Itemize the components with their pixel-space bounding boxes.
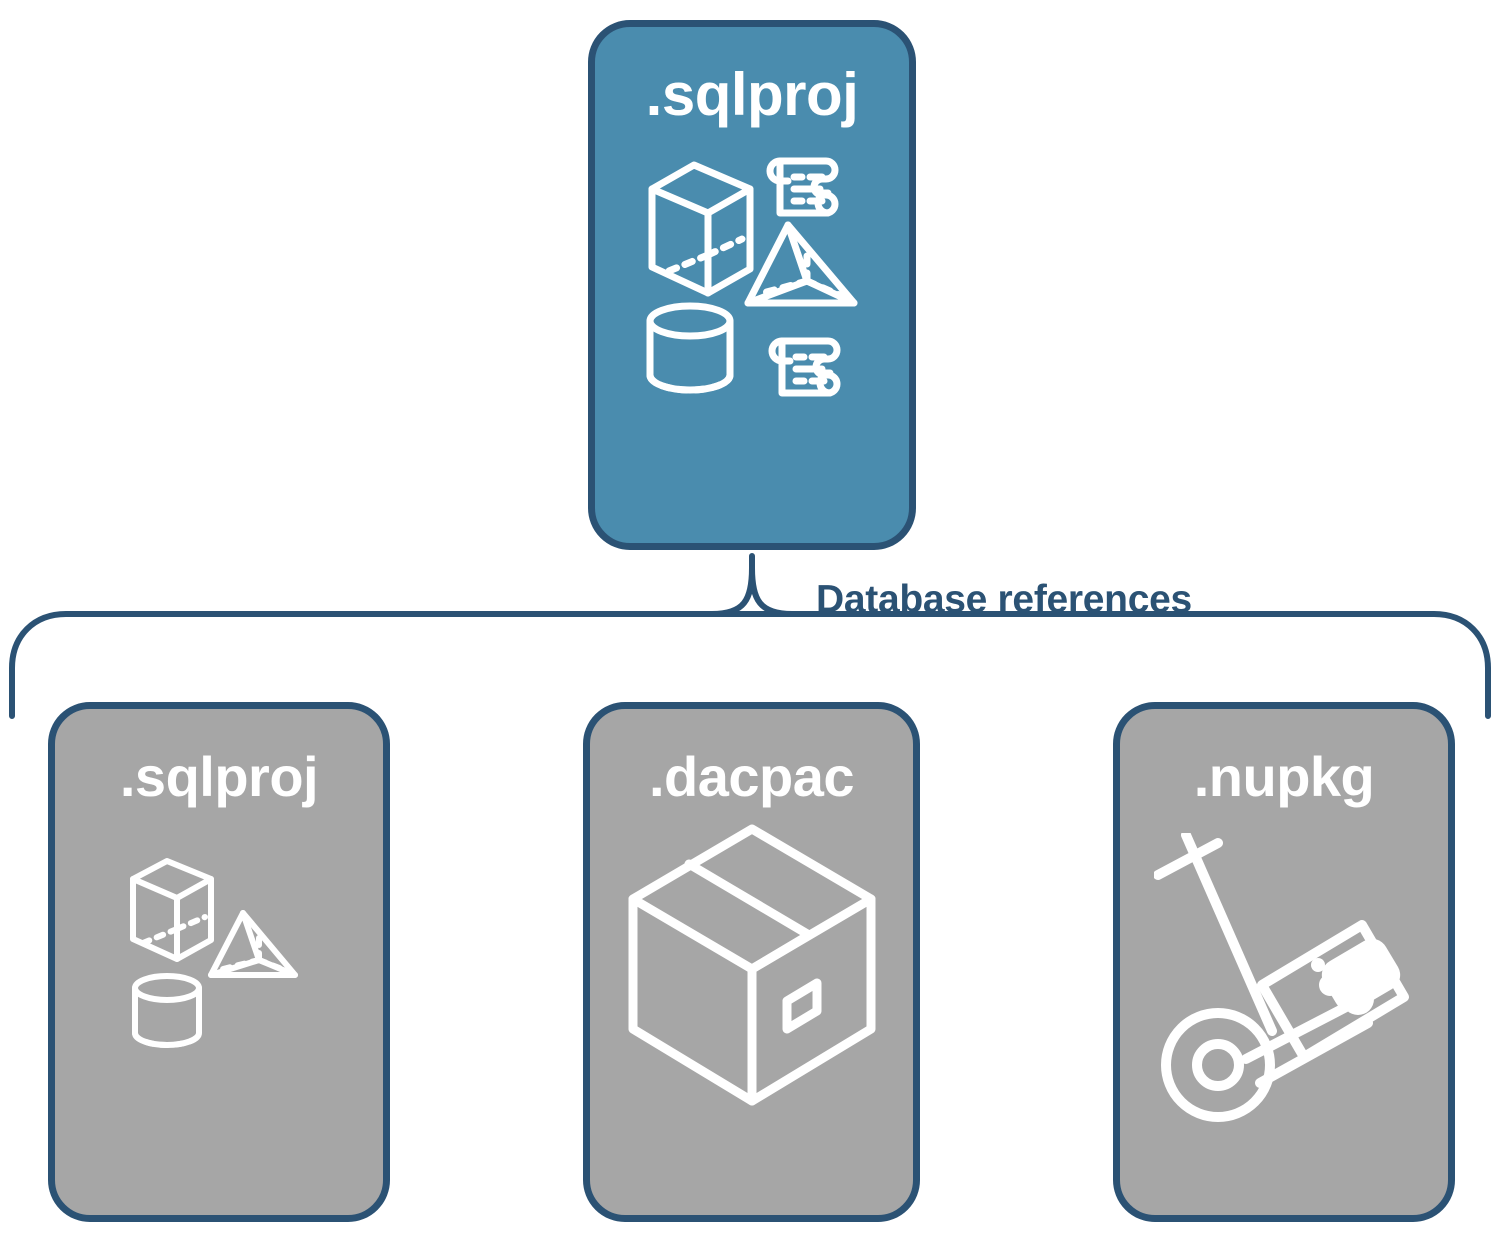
node-label: .dacpac <box>648 745 855 808</box>
node-label: .sqlproj <box>645 61 859 128</box>
hand-truck-icon <box>1154 833 1409 1122</box>
node-dacpac-reference[interactable]: .dacpac <box>583 702 920 1222</box>
pyramid-icon <box>208 910 298 978</box>
node-label: .sqlproj <box>119 745 319 808</box>
nuget-package-icon <box>1257 920 1409 1062</box>
sqlproj-shapes-icon-group <box>130 858 298 1048</box>
node-nupkg-reference[interactable]: .nupkg <box>1113 702 1455 1222</box>
pyramid-icon <box>744 221 858 307</box>
cube-icon <box>648 161 754 297</box>
node-sqlproj-root[interactable]: .sqlproj <box>588 20 916 550</box>
cube-icon <box>130 858 214 962</box>
package-box-icon <box>628 824 875 1106</box>
connector-label: Database references <box>816 578 1192 621</box>
scroll-icon-top <box>766 157 839 217</box>
node-sqlproj-reference[interactable]: .sqlproj <box>48 702 390 1222</box>
cylinder-icon <box>132 973 202 1048</box>
sqlproj-shapes-icon-group <box>646 157 858 397</box>
database-references-connector <box>9 553 1491 719</box>
scroll-icon-bottom <box>768 337 841 397</box>
cylinder-icon <box>646 302 734 394</box>
node-label: .nupkg <box>1193 745 1375 808</box>
